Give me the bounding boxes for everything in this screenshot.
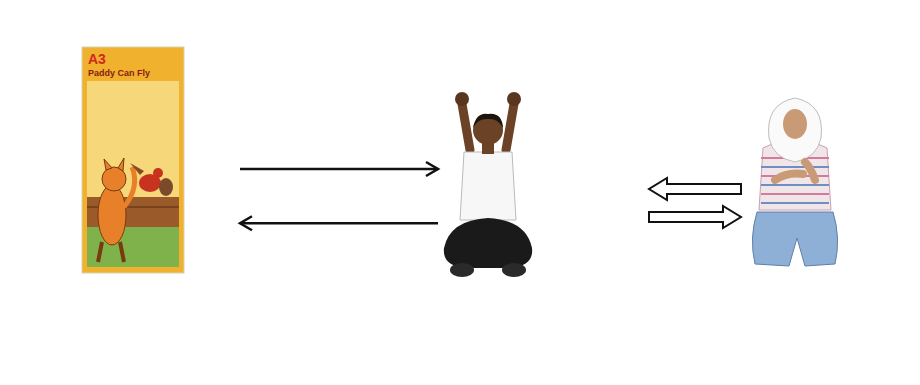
adult-figure: [745, 88, 845, 270]
book-cat-arm: [124, 167, 135, 207]
arrow-head: [426, 162, 438, 176]
woman-arm: [805, 162, 815, 180]
arrow-shaft: [240, 168, 438, 171]
arrow-connector: [240, 162, 438, 176]
woman-top-stripe: [761, 184, 829, 186]
book-number: A3: [88, 51, 184, 67]
book-cover-ground: [82, 47, 184, 273]
inner-ellipse-shape: [6, 24, 636, 380]
boy-shirt: [460, 152, 516, 220]
book-cover: A3Paddy Can Fly: [82, 47, 184, 273]
boy-illustration: [440, 88, 536, 280]
boy-foot: [502, 263, 526, 277]
woman-illustration: [745, 88, 845, 270]
hollow-arrow-connector: [649, 206, 741, 228]
boy-arms: [462, 104, 514, 150]
woman-top-stripe: [761, 202, 829, 204]
arrow-head: [240, 216, 252, 230]
book-cat-ears: [104, 158, 124, 171]
boy-fist: [507, 92, 521, 106]
book-cat-legs: [98, 242, 124, 262]
hollow-arrow-connector: [649, 178, 741, 200]
book-bird-head: [153, 168, 163, 178]
woman-top-stripe: [761, 166, 829, 168]
child-figure: [440, 88, 536, 280]
arrow-connector: [240, 216, 438, 230]
book-cat-body: [98, 185, 126, 245]
arrow-shaft: [240, 222, 438, 225]
woman-hijab: [769, 98, 822, 162]
book-illustration: [82, 47, 184, 273]
book-bird-wing: [130, 163, 144, 175]
woman-top-stripe: [761, 193, 829, 195]
inner-ellipse: A3Paddy Can Fly: [3, 22, 639, 384]
woman-face: [783, 109, 807, 139]
woman-arm: [775, 174, 803, 180]
boy-trousers: [444, 218, 532, 268]
book-title: Paddy Can Fly: [88, 68, 184, 78]
woman-jeans: [752, 212, 837, 266]
boy-hair: [473, 114, 503, 128]
book-dog-figure: [159, 178, 173, 196]
boy-fist: [455, 92, 469, 106]
boy-foot: [450, 263, 474, 277]
book-picture-sky: [87, 81, 179, 267]
